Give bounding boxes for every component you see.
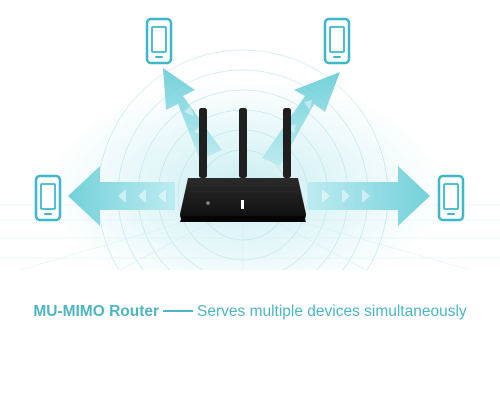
antenna-middle	[239, 108, 247, 178]
smartphone-icon	[145, 17, 173, 65]
led-indicator	[241, 200, 244, 209]
smartphone-icon	[34, 174, 62, 222]
caption: MU-MIMO Router Serves multiple devices si…	[0, 302, 500, 322]
arrow-right	[308, 166, 430, 226]
caption-title: MU-MIMO Router	[33, 303, 160, 320]
antenna-left	[199, 108, 207, 178]
mu-mimo-illustration	[0, 17, 500, 270]
arrow-left	[68, 166, 175, 226]
smartphone-icon	[437, 174, 465, 222]
antenna-right	[283, 108, 291, 178]
caption-dash	[163, 310, 194, 312]
router	[180, 108, 306, 222]
caption-subtitle: Serves multiple devices simultaneously	[197, 303, 467, 320]
brand-logo-icon	[206, 201, 210, 205]
smartphone-icon	[323, 17, 351, 65]
